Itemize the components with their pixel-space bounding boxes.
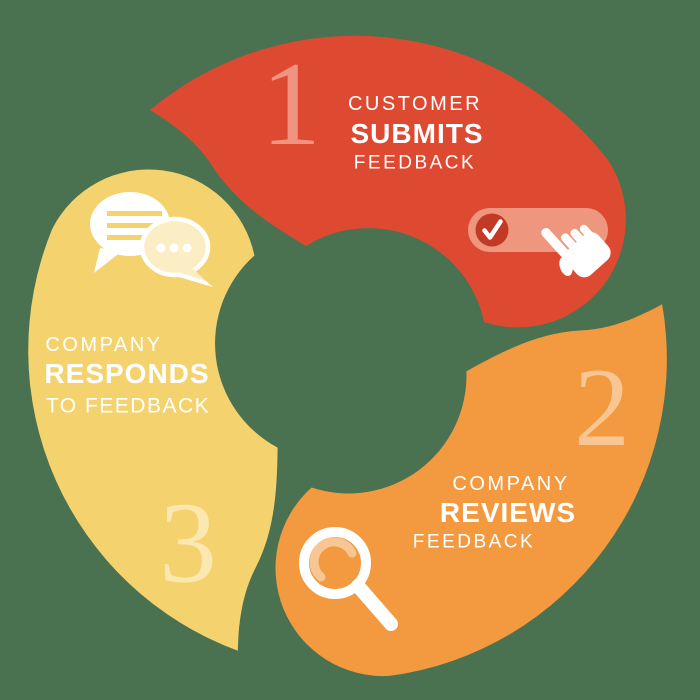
segment-1-label-line3: FEEDBACK (353, 152, 477, 174)
magnifier-handle (351, 579, 398, 631)
pointer-hand-icon (541, 224, 611, 278)
small-bubble-tail-fill (178, 264, 206, 281)
bubble-text-lines (107, 211, 162, 240)
segment-1-label-line2: SUBMITS (350, 118, 484, 149)
magnifier-ring (299, 527, 371, 599)
segment-2-number: 2 (574, 346, 630, 470)
segment-2-label-line1: COMPANY (452, 473, 570, 495)
segment-1-label-line1: CUSTOMER (347, 93, 483, 115)
segment-2-label-line3: FEEDBACK (412, 531, 536, 553)
check-circle (475, 213, 509, 247)
check-icon (482, 219, 503, 240)
segment-3-number: 3 (159, 479, 217, 607)
large-bubble-tail (94, 248, 122, 273)
segment-1-number: 1 (261, 37, 321, 170)
segment-3-label-line2: RESPONDS (44, 358, 210, 389)
magnifier-highlight (309, 537, 357, 582)
segment-2-label-line2: REVIEWS (439, 497, 577, 528)
chat-bubbles-icon (90, 192, 213, 287)
segment-3-label-line1: COMPANY (45, 334, 163, 356)
submit-toggle-hand-icon (468, 208, 611, 278)
segment-3-label-line3: TO FEEDBACK (45, 394, 211, 418)
ellipsis-dots (156, 243, 192, 253)
magnifier-icon (299, 527, 398, 631)
